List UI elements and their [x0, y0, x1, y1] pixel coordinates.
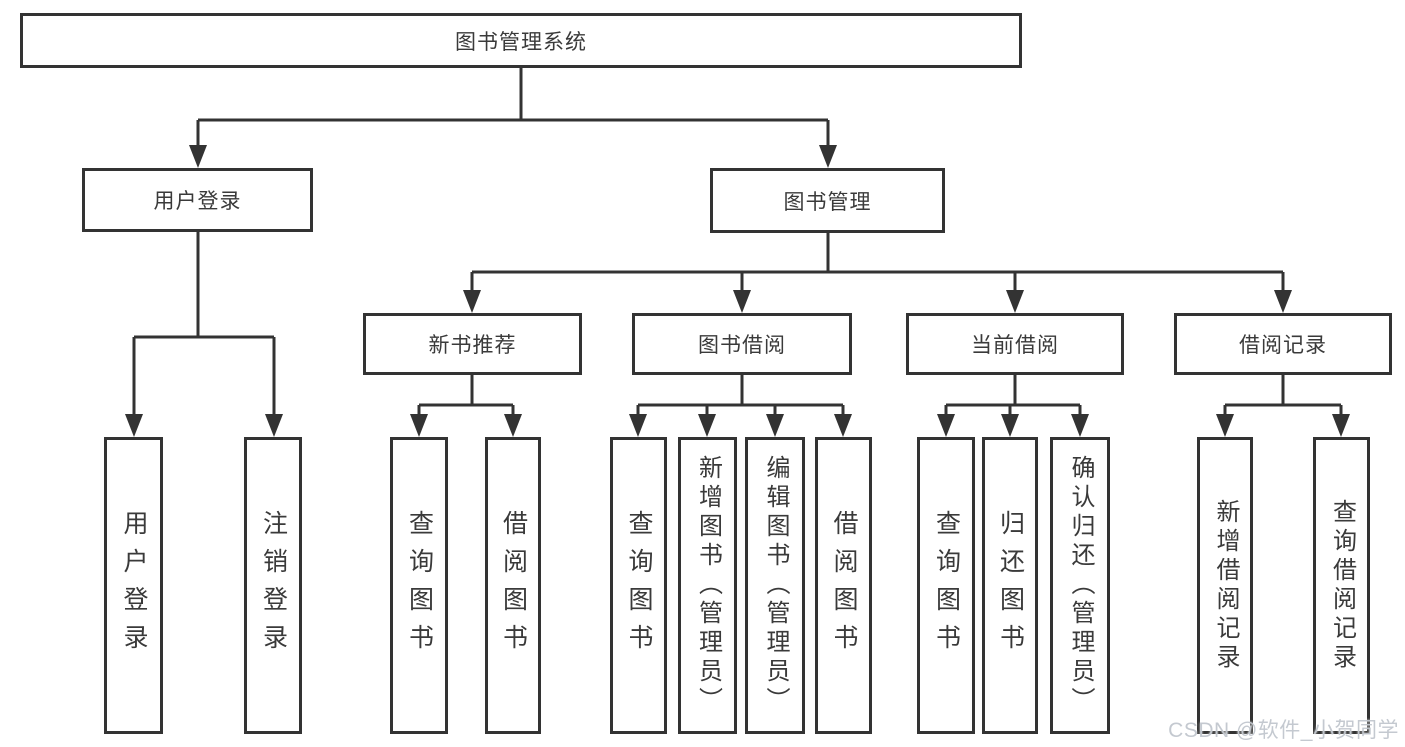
- node-label: 编辑图书（管理员）: [762, 455, 789, 716]
- csdn-watermark: CSDN @软件_小贺同学: [1168, 719, 1399, 742]
- arrowhead-icons: [125, 145, 1350, 437]
- node-label: 新书推荐: [428, 334, 517, 357]
- node-edit-books-admin: 编辑图书（管理员）: [745, 437, 805, 734]
- node-add-books-admin: 新增图书（管理员）: [678, 437, 737, 734]
- node-label: 新增借阅记录: [1212, 498, 1239, 673]
- node-query-books-borrowing: 查询图书: [610, 437, 667, 734]
- node-label: 借阅记录: [1239, 334, 1327, 357]
- node-query-books-current: 查询图书: [917, 437, 975, 734]
- node-label: 当前借阅: [971, 334, 1059, 357]
- node-borrow-books-leaf: 借阅图书: [815, 437, 872, 734]
- node-book-management: 图书管理: [710, 168, 945, 233]
- node-label: 用户登录: [120, 509, 148, 662]
- node-label: 归还图书: [996, 509, 1025, 662]
- node-library-management-system: 图书管理系统: [20, 13, 1022, 68]
- node-return-books: 归还图书: [982, 437, 1038, 734]
- node-label: 图书借阅: [698, 334, 786, 357]
- node-add-borrow-record: 新增借阅记录: [1197, 437, 1253, 734]
- node-book-borrowing: 图书借阅: [632, 313, 852, 375]
- node-label: 注销登录: [259, 509, 288, 662]
- node-label: 借阅图书: [830, 509, 858, 662]
- node-label: 用户登录: [153, 190, 242, 213]
- node-label: 图书管理系统: [455, 30, 587, 54]
- node-user-login-leaf: 用户登录: [104, 437, 163, 734]
- node-query-books-recommend: 查询图书: [390, 437, 448, 734]
- node-label: 查询图书: [405, 509, 434, 662]
- node-user-login: 用户登录: [82, 168, 313, 232]
- node-query-borrow-record: 查询借阅记录: [1313, 437, 1370, 734]
- node-logout: 注销登录: [244, 437, 302, 734]
- node-confirm-return-admin: 确认归还（管理员）: [1050, 437, 1110, 734]
- node-borrowing-records: 借阅记录: [1174, 313, 1392, 375]
- node-label: 借阅图书: [499, 509, 528, 662]
- node-label: 新增图书（管理员）: [694, 455, 722, 716]
- node-label: 查询图书: [625, 509, 653, 662]
- node-new-book-recommend: 新书推荐: [363, 313, 582, 375]
- node-label: 确认归还（管理员）: [1067, 455, 1094, 716]
- node-label: 图书管理: [783, 190, 872, 214]
- node-label: 查询图书: [932, 509, 961, 662]
- node-current-borrowing: 当前借阅: [906, 313, 1124, 375]
- node-label: 查询借阅记录: [1328, 498, 1356, 673]
- node-borrow-books-recommend: 借阅图书: [485, 437, 541, 734]
